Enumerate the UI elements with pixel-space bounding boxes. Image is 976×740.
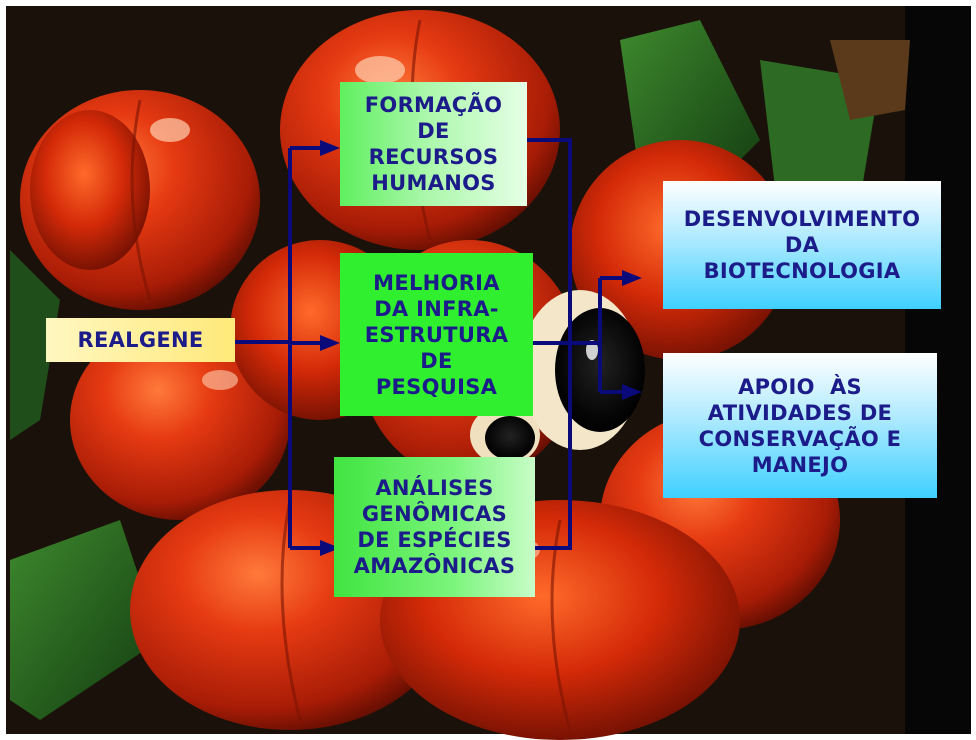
desenvolvimento-line-2: DA (784, 233, 820, 257)
analises-line-4: AMAZÔNICAS (353, 554, 516, 578)
desenvolvimento-line-1: DESENVOLVIMENTO (683, 207, 921, 231)
realgene-box: REALGENE (46, 318, 235, 362)
apoio-line-3: CONSERVAÇÃO E (698, 426, 902, 451)
analises-box: ANÁLISES GENÔMICAS DE ESPÉCIES AMAZÔNICA… (334, 457, 535, 597)
melhoria-line-1: MELHORIA (373, 270, 500, 295)
apoio-line-2: ATIVIDADES DE (707, 400, 893, 425)
arrow-to-apoio (622, 384, 642, 400)
arrow-to-analises (320, 540, 340, 556)
analises-line-3: DE ESPÉCIES (357, 528, 512, 552)
apoio-line-1: APOIO ÀS (738, 374, 862, 399)
analises-line-2: GENÔMICAS (361, 502, 508, 526)
analises-line-1: ANÁLISES (375, 476, 494, 500)
leaf-bottom-left (10, 520, 160, 720)
seed-black-2 (485, 416, 535, 460)
desenvolvimento-line-3: BIOTECNOLOGIA (703, 259, 901, 283)
fruit-top-left-lobe (30, 110, 150, 270)
melhoria-line-4: DE (420, 348, 453, 373)
leaf-left (10, 250, 60, 440)
arrow-to-melhoria (320, 335, 340, 351)
melhoria-line-2: DA INFRA- (374, 296, 499, 321)
formacao-line-3: RECURSOS (368, 145, 499, 169)
arrow-to-desenvolvimento (622, 270, 642, 286)
branch (830, 40, 910, 120)
realgene-label: REALGENE (77, 328, 204, 352)
arrow-to-formacao (320, 140, 340, 156)
melhoria-box: MELHORIA DA INFRA- ESTRUTURA DE PESQUISA (340, 253, 533, 416)
apoio-line-4: MANEJO (751, 452, 849, 477)
formacao-line-1: FORMAÇÃO (364, 93, 503, 117)
formacao-line-4: HUMANOS (371, 171, 496, 195)
formacao-box: FORMAÇÃO DE RECURSOS HUMANOS (340, 82, 527, 206)
apoio-box: APOIO ÀS ATIVIDADES DE CONSERVAÇÃO E MAN… (663, 353, 937, 498)
melhoria-line-5: PESQUISA (375, 374, 498, 399)
formacao-line-2: DE (417, 119, 450, 143)
fruit-mid-left (70, 320, 290, 520)
desenvolvimento-box: DESENVOLVIMENTO DA BIOTECNOLOGIA (663, 181, 941, 309)
melhoria-line-3: ESTRUTURA (364, 322, 509, 347)
